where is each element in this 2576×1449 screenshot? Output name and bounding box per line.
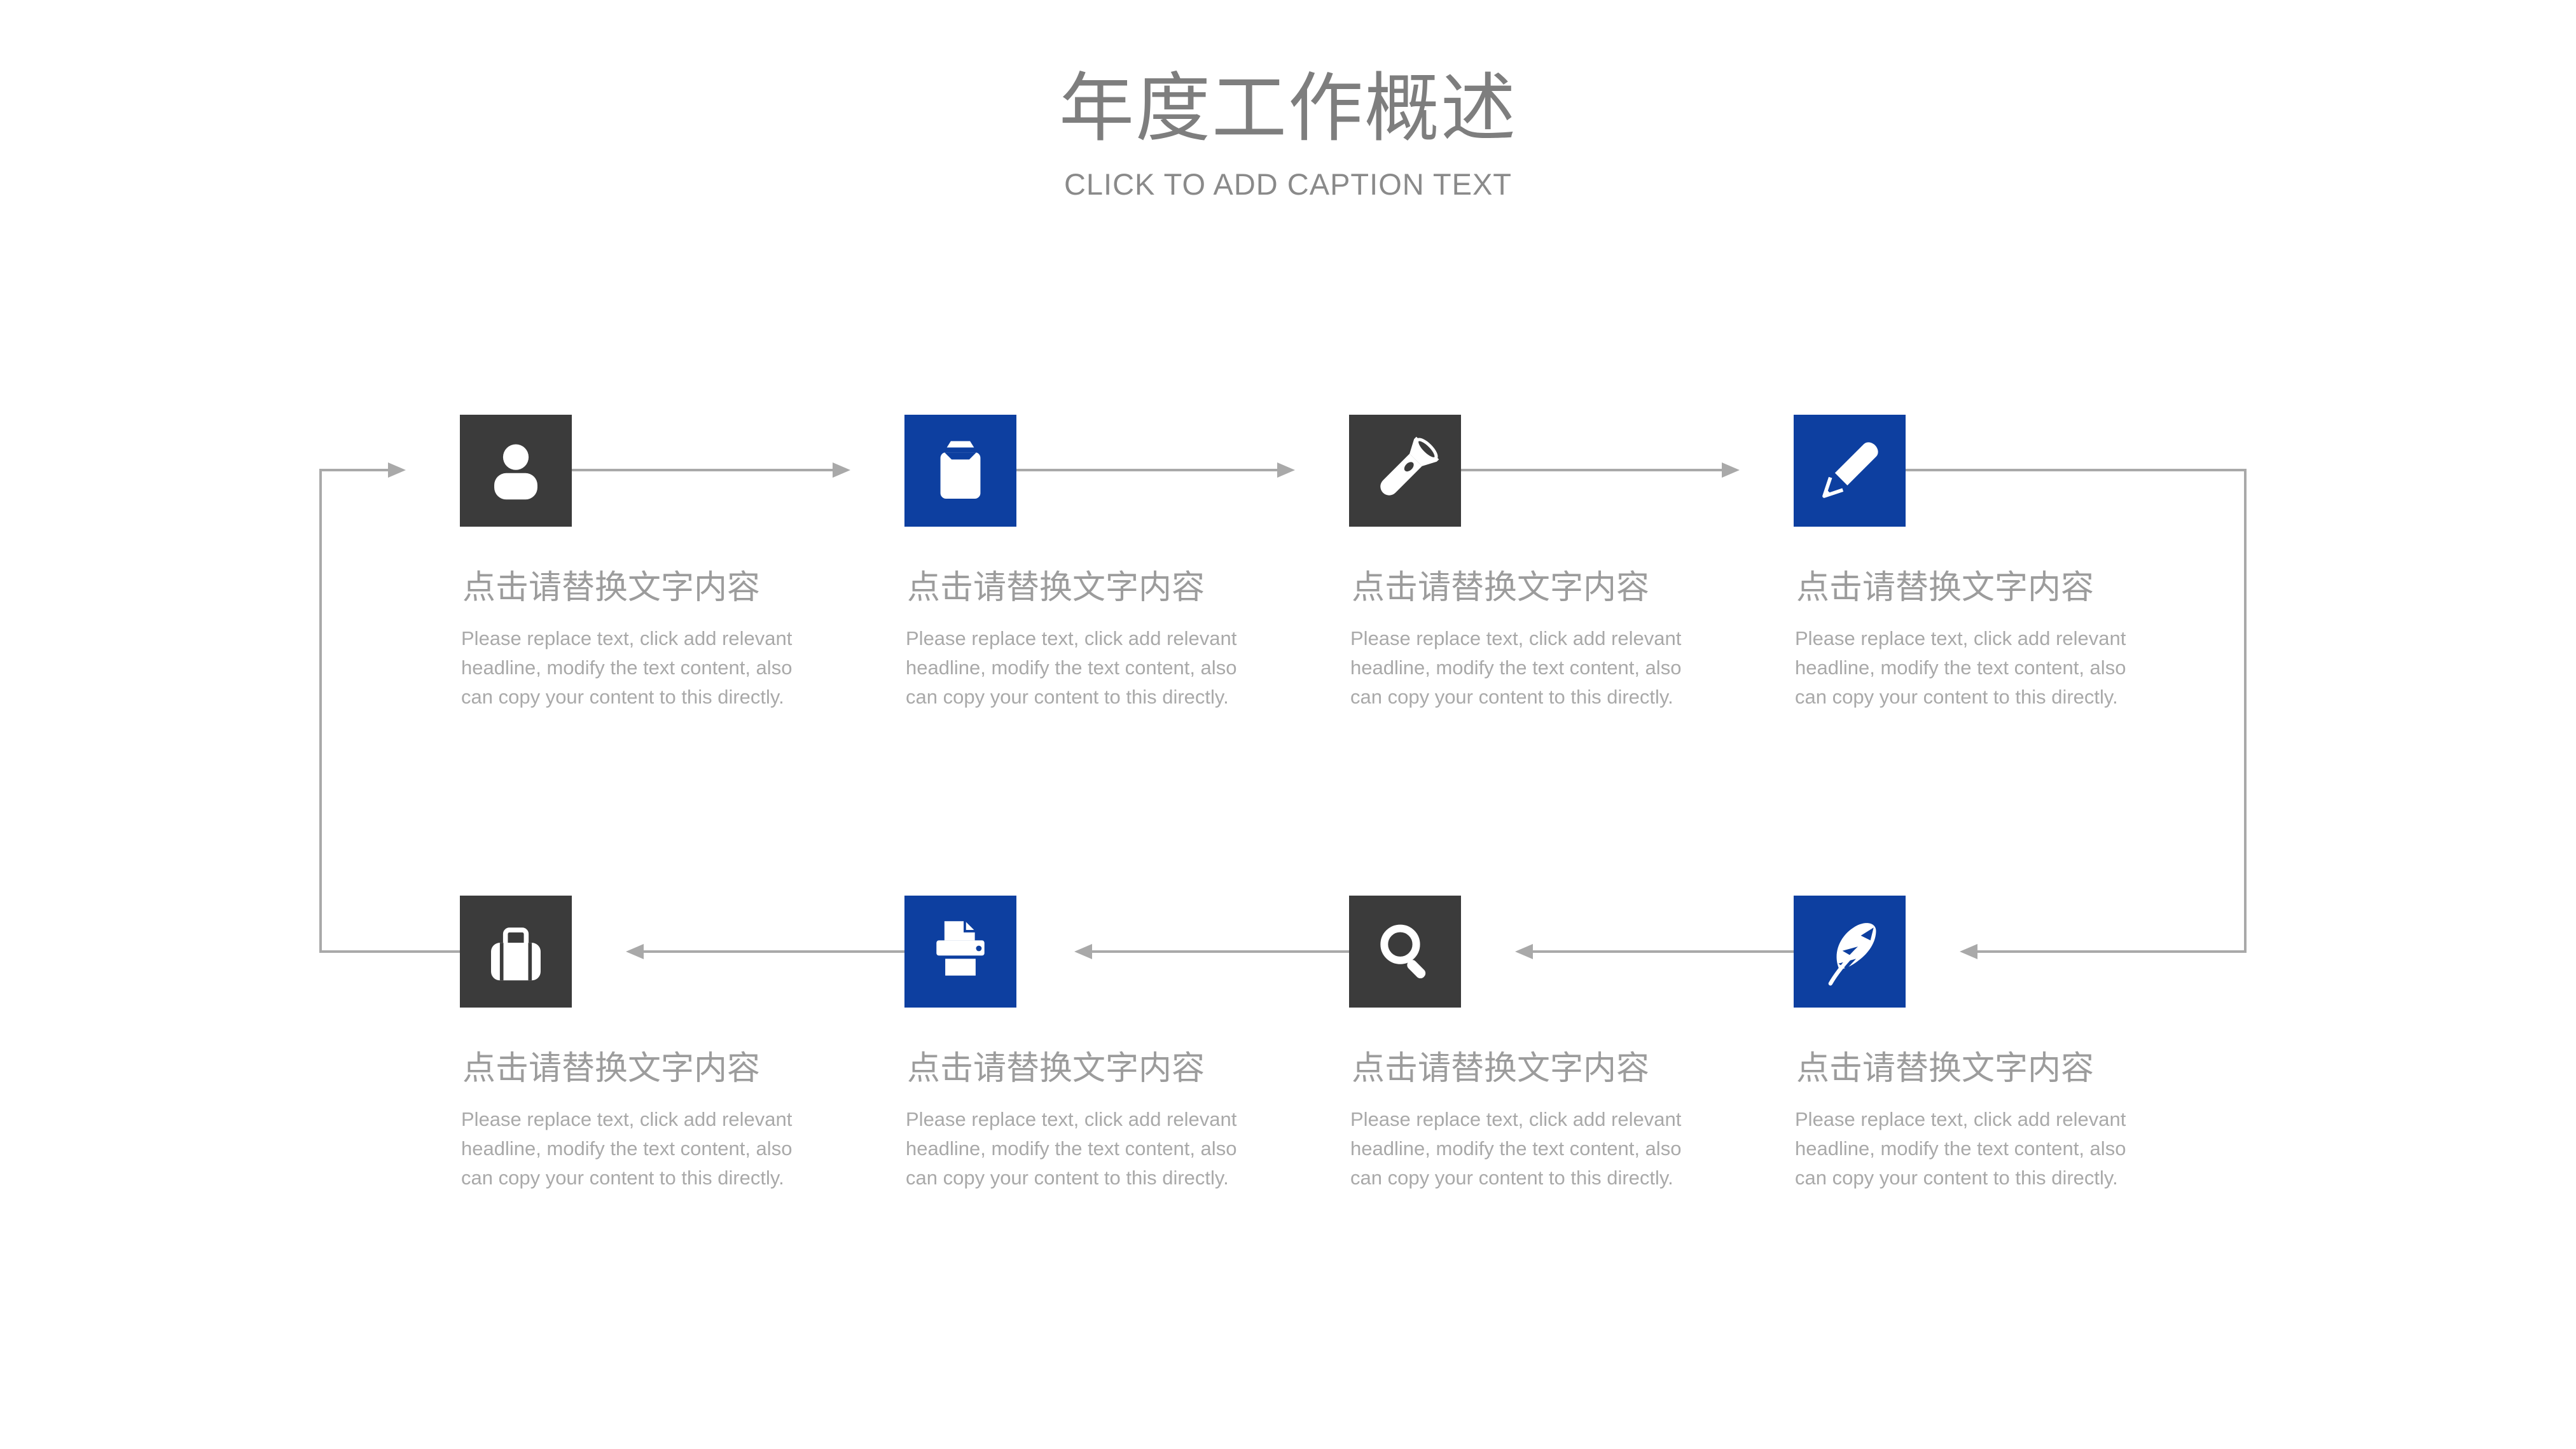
card-body-line: Please replace text, click add relevant [461,1108,793,1131]
card-body-line: can copy your content to this directly. [906,686,1229,709]
card-body-line: headline, modify the text content, also [1350,656,1682,679]
card-heading: 点击请替换文字内容 [1796,1050,2095,1087]
clipboard-icon [904,415,1016,527]
process-step-card: 点击请替换文字内容 Please replace text, click add… [1349,415,1743,712]
card-body-line: headline, modify the text content, also [461,1137,793,1160]
process-step-card: 点击请替换文字内容 Please replace text, click add… [1794,896,2188,1193]
flashlight-icon [1349,415,1461,527]
process-step-card: 点击请替换文字内容 Please replace text, click add… [460,896,854,1193]
card-body-line: Please replace text, click add relevant [1795,627,2126,650]
process-step-card: 点击请替换文字内容 Please replace text, click add… [460,415,854,712]
process-step-card: 点击请替换文字内容 Please replace text, click add… [1349,896,1743,1193]
card-body-line: Please replace text, click add relevant [906,1108,1237,1131]
arrowhead-left-icon [1515,944,1533,959]
card-body-line: Please replace text, click add relevant [461,627,793,650]
card-body-line: can copy your content to this directly. [1350,1167,1673,1189]
card-heading: 点击请替换文字内容 [462,569,761,606]
arrow-return-left [319,469,460,953]
person-icon [460,415,572,527]
card-body-line: Please replace text, click add relevant [1350,1108,1682,1131]
arrowhead-left-icon [626,944,644,959]
card-heading: 点击请替换文字内容 [907,569,1205,606]
printer-icon [904,896,1016,1008]
arrowhead-right-icon [1277,462,1295,478]
arrowhead-left-icon [1074,944,1092,959]
card-body-line: headline, modify the text content, also [906,656,1237,679]
arrowhead-left-icon [1960,944,1977,959]
card-body-line: headline, modify the text content, also [461,656,793,679]
card-body-line: Please replace text, click add relevant [1795,1108,2126,1131]
feather-icon [1794,896,1906,1008]
card-body-line: can copy your content to this directly. [461,686,784,709]
process-step-card: 点击请替换文字内容 Please replace text, click add… [904,415,1299,712]
page-title: 年度工作概述 [1058,67,1517,151]
card-body-line: can copy your content to this directly. [1795,1167,2118,1189]
arrowhead-right-icon [388,462,406,478]
card-heading: 点击请替换文字内容 [462,1050,761,1087]
process-step-card: 点击请替换文字内容 Please replace text, click add… [1794,415,2188,712]
briefcase-icon [460,896,572,1008]
card-body-line: headline, modify the text content, also [1350,1137,1682,1160]
card-body-line: headline, modify the text content, also [906,1137,1237,1160]
card-heading: 点击请替换文字内容 [907,1050,1205,1087]
pencil-icon [1794,415,1906,527]
page-subtitle: CLICK TO ADD CAPTION TEXT [1063,167,1513,201]
card-heading: 点击请替换文字内容 [1352,1050,1650,1087]
card-heading: 点击请替换文字内容 [1352,569,1650,606]
arrowhead-right-icon [1722,462,1740,478]
search-icon [1349,896,1461,1008]
card-heading: 点击请替换文字内容 [1796,569,2095,606]
card-body-line: can copy your content to this directly. [461,1167,784,1189]
arrowhead-right-icon [833,462,850,478]
process-step-card: 点击请替换文字内容 Please replace text, click add… [904,896,1299,1193]
card-body-line: can copy your content to this directly. [906,1167,1229,1189]
card-body-line: headline, modify the text content, also [1795,656,2126,679]
card-body-line: Please replace text, click add relevant [1350,627,1682,650]
card-body-line: Please replace text, click add relevant [906,627,1237,650]
card-body-line: headline, modify the text content, also [1795,1137,2126,1160]
card-body-line: can copy your content to this directly. [1795,686,2118,709]
card-body-line: can copy your content to this directly. [1350,686,1673,709]
arrow-right-loop [1906,469,2247,953]
